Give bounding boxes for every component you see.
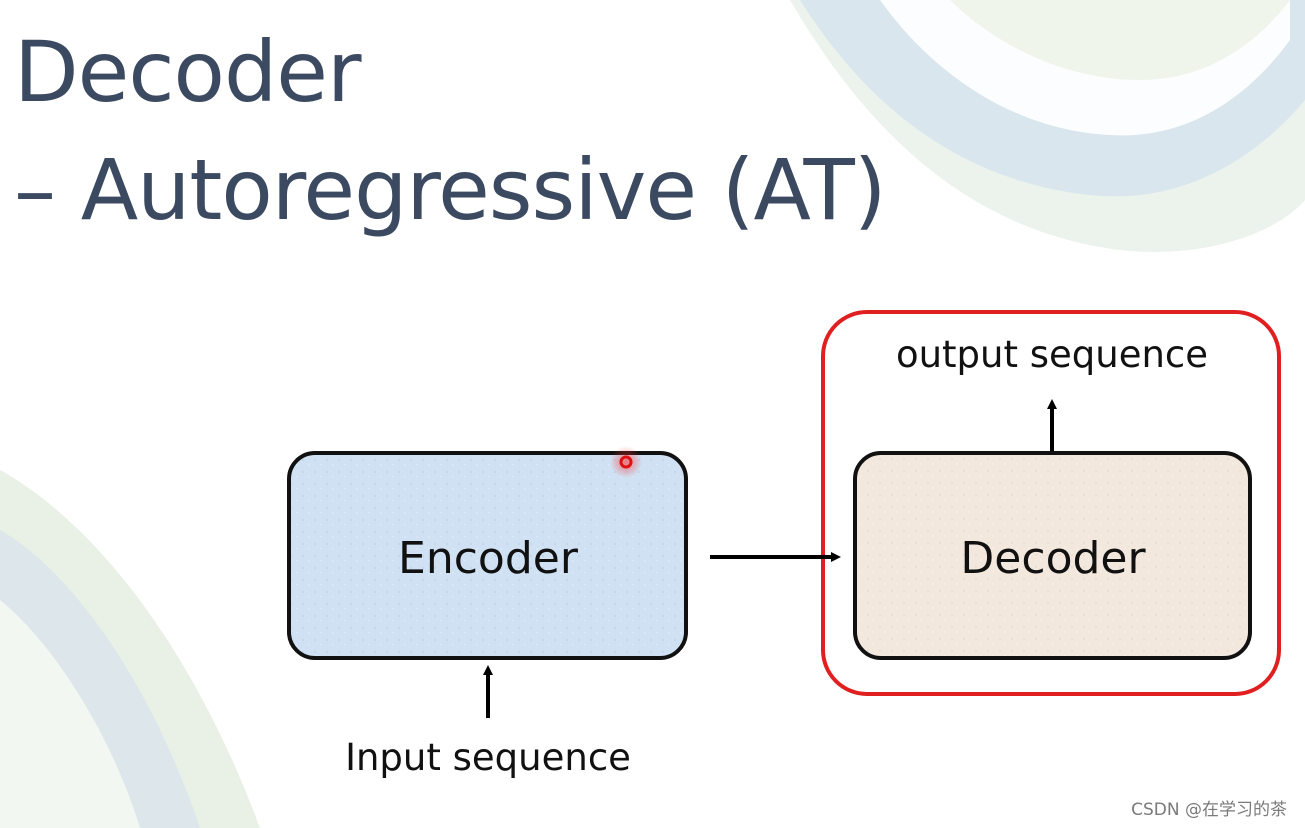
csdn-watermark: CSDN @在学习的茶 [1131, 800, 1287, 820]
encoder-block [287, 451, 688, 660]
output-sequence-label: output sequence [896, 333, 1208, 376]
decoder-block [853, 451, 1252, 660]
laser-pointer-dot [619, 455, 633, 469]
decoder-label: Decoder [960, 533, 1146, 584]
encoder-label: Encoder [398, 533, 579, 584]
decoder-highlight-frame [821, 310, 1281, 696]
slide-title-line-2: – Autoregressive (AT) [14, 141, 887, 239]
slide-title-line-1: Decoder [14, 23, 361, 121]
bottom-left-swoosh-inner [0, 600, 140, 828]
top-right-swoosh-green [950, 0, 1290, 80]
input-sequence-label: Input sequence [345, 736, 631, 779]
laser-pointer-glow [610, 446, 642, 478]
